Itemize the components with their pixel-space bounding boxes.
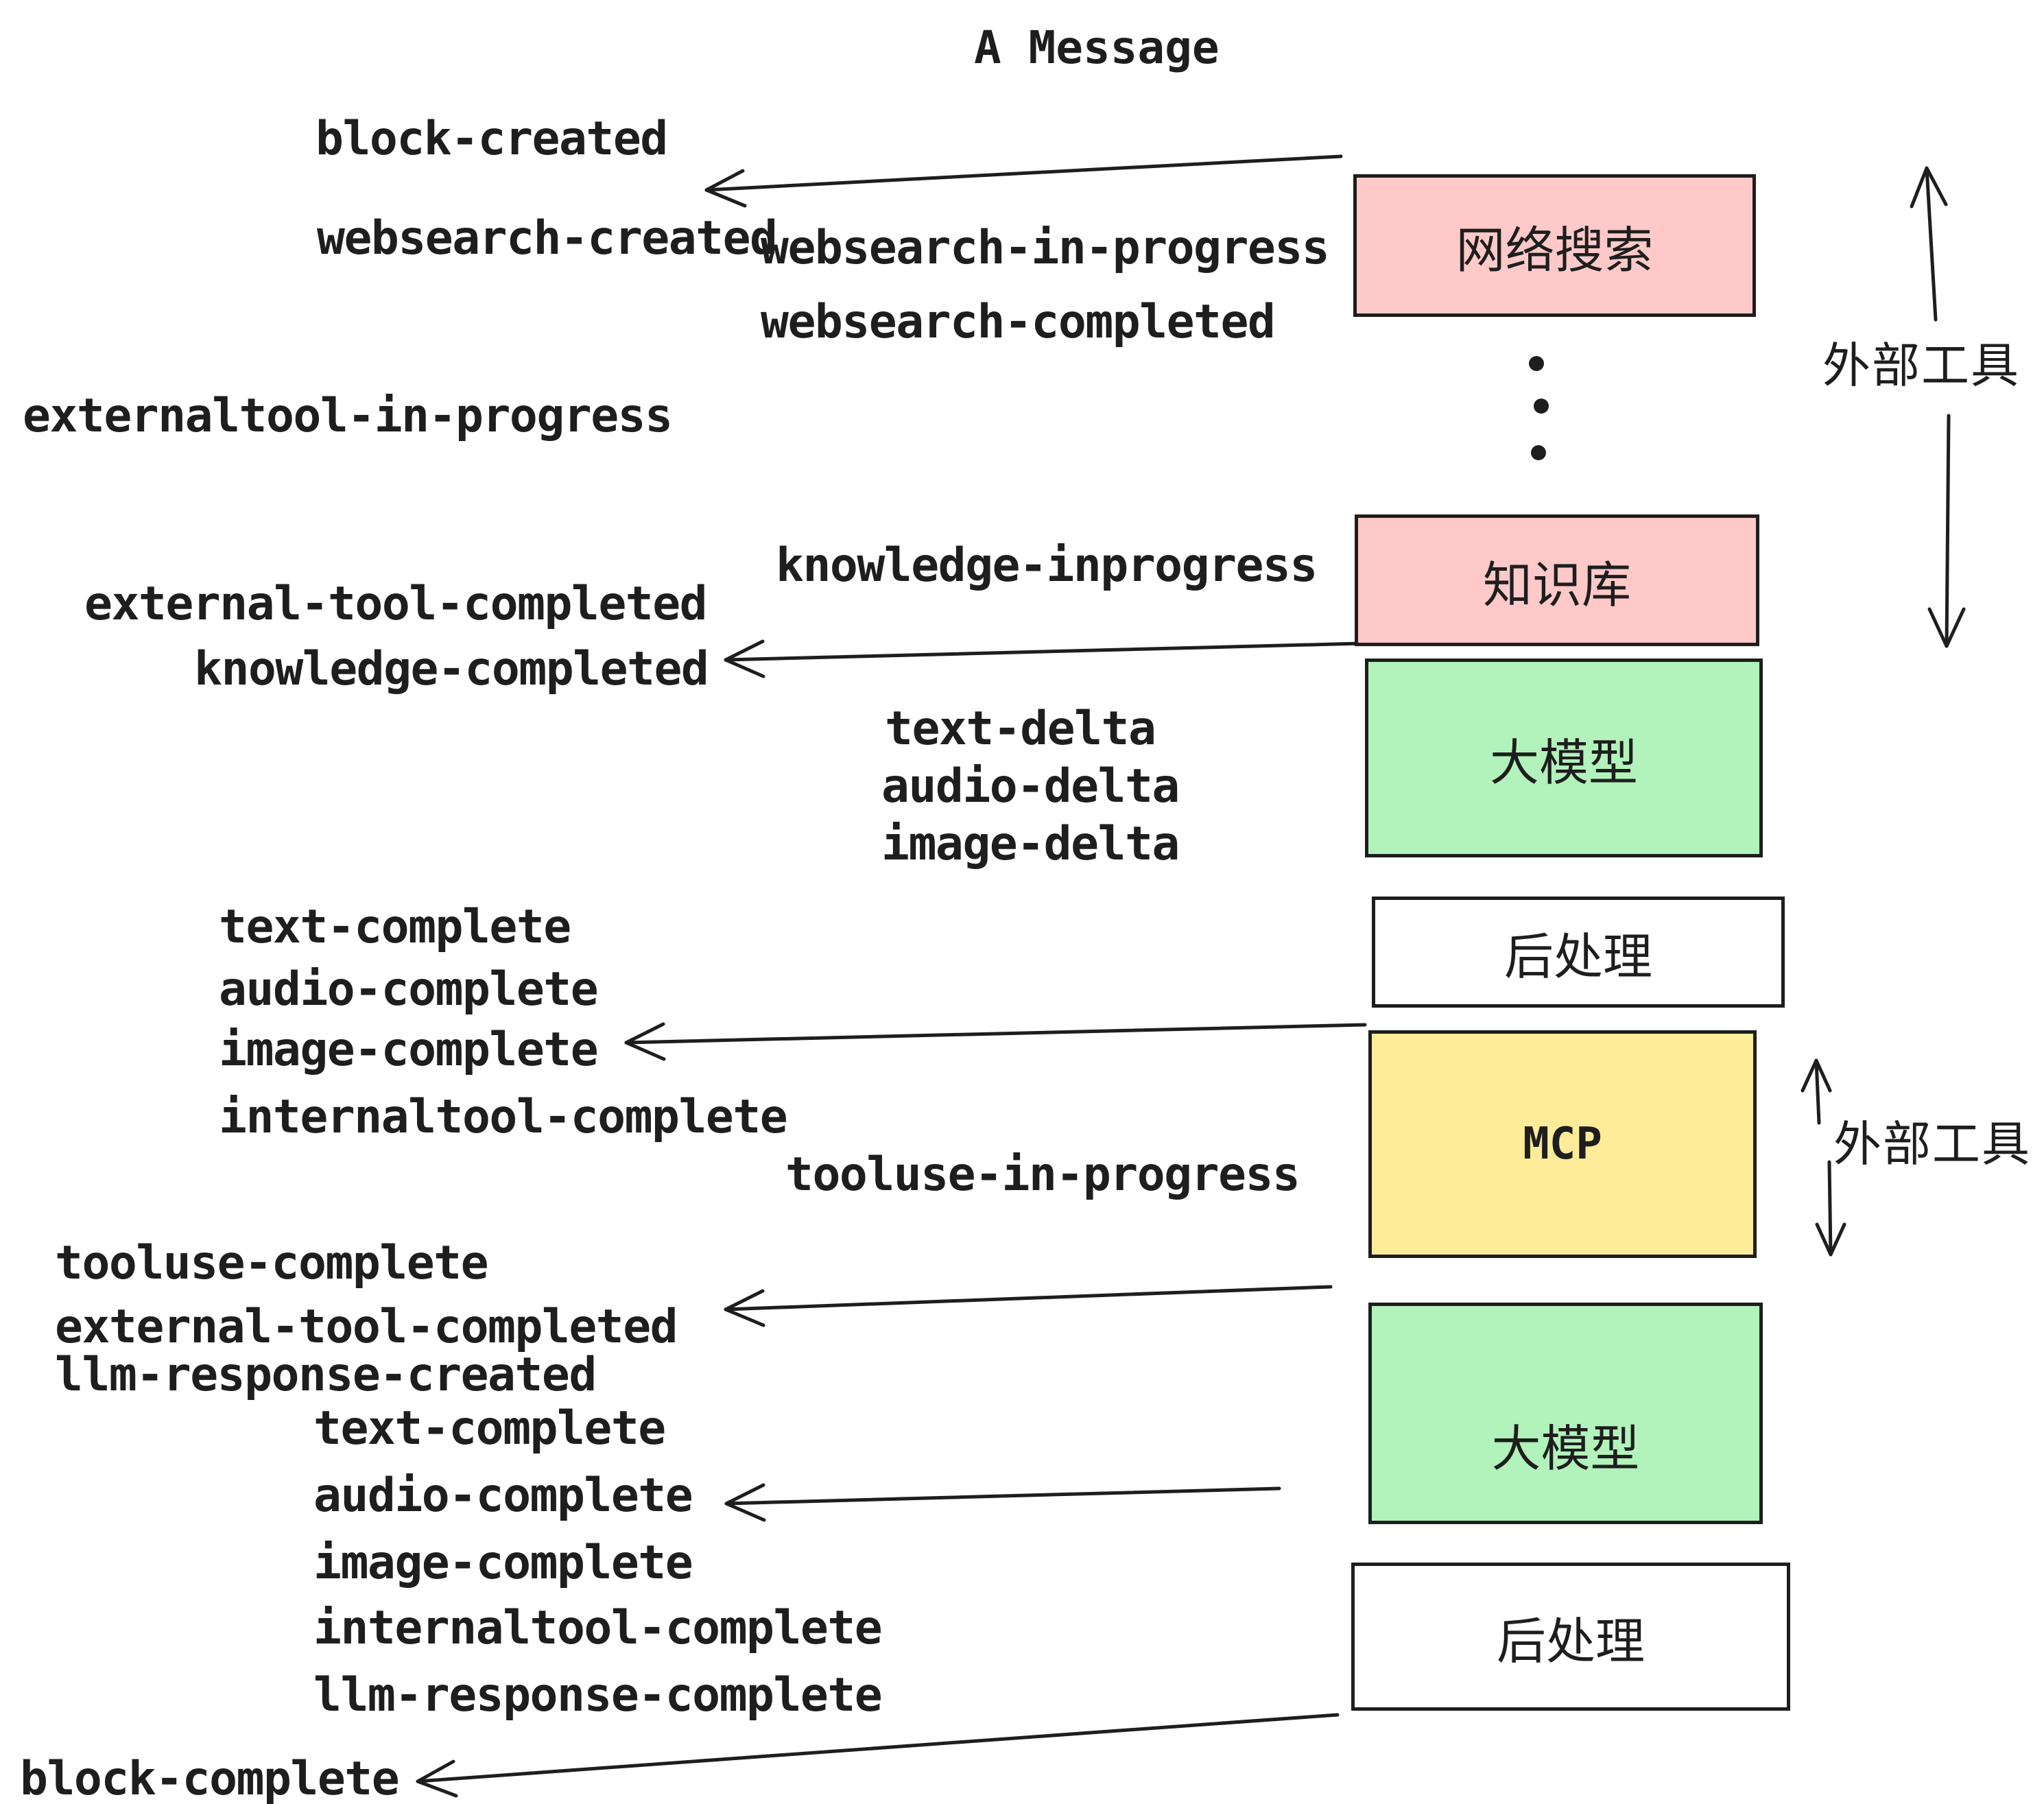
event-label-knowledge-inprogress: knowledge-inprogress — [776, 538, 1318, 593]
arrow-websearch-created — [704, 154, 1343, 208]
arrow-block-complete — [416, 1713, 1340, 1798]
box-post-processing-2: 后处理 — [1351, 1563, 1790, 1711]
event-label-external-tool-completed-2: external-tool-completed — [55, 1300, 678, 1354]
event-label-llm-response-complete: llm-response-complete — [313, 1668, 883, 1722]
event-label-text-complete: text-complete — [219, 900, 571, 954]
event-label-internaltool-complete: internaltool-complete — [219, 1090, 788, 1144]
event-label-websearch-created: websearch-created — [317, 211, 778, 265]
event-label-externaltool-in-progress: externaltool-in-progress — [23, 389, 673, 443]
box-post-processing: 后处理 — [1372, 897, 1785, 1008]
event-label-block-created: block-created — [316, 112, 668, 166]
event-label-knowledge-completed: knowledge-completed — [194, 642, 709, 696]
event-label-tooluse-complete: tooluse-complete — [55, 1236, 489, 1290]
ellipsis-dot — [1529, 356, 1544, 371]
event-label-internaltool-complete-2: internaltool-complete — [313, 1601, 883, 1655]
external-tools-up-arrow — [1910, 166, 1948, 322]
arrow-internal-complete — [624, 1022, 1367, 1061]
ellipsis-dot — [1534, 399, 1549, 414]
box-knowledge-base: 知识库 — [1355, 514, 1759, 646]
mcp-external-tools-down-arrow — [1815, 1160, 1846, 1257]
event-label-image-complete-2: image-complete — [313, 1536, 693, 1590]
box-websearch: 网络搜索 — [1353, 174, 1756, 317]
event-label-image-delta: image-delta — [881, 817, 1180, 871]
event-label-tooluse-in-progress: tooluse-in-progress — [785, 1148, 1300, 1202]
event-label-image-complete: image-complete — [219, 1023, 599, 1077]
event-label-llm-response-created: llm-response-created — [55, 1348, 597, 1402]
diagram-title: A Message — [974, 21, 1220, 74]
arrow-tooluse-complete — [724, 1285, 1333, 1327]
external-tools-down-arrow — [1927, 414, 1966, 648]
arrow-llm-response-complete — [724, 1483, 1281, 1522]
event-label-audio-complete-2: audio-complete — [313, 1469, 693, 1523]
box-mcp: MCP — [1368, 1030, 1757, 1258]
event-label-websearch-in-progress: websearch-in-progress — [761, 221, 1330, 275]
event-label-text-complete-2: text-complete — [313, 1401, 666, 1456]
external-tools-label: 外部工具 — [1822, 337, 2020, 394]
event-label-text-delta: text-delta — [885, 702, 1156, 756]
ellipsis-dot — [1531, 445, 1546, 460]
event-label-audio-complete: audio-complete — [219, 962, 599, 1017]
mcp-external-tools-up-arrow — [1801, 1058, 1832, 1125]
event-label-external-tool-completed: external-tool-completed — [84, 577, 708, 631]
event-label-websearch-completed: websearch-completed — [761, 295, 1276, 349]
mcp-external-tools-label: 外部工具 — [1833, 1116, 2031, 1172]
box-llm-2: 大模型 — [1368, 1303, 1763, 1524]
event-label-audio-delta: audio-delta — [881, 759, 1180, 814]
arrow-knowledge-completed — [724, 639, 1364, 678]
event-label-block-complete: block-complete — [20, 1752, 400, 1804]
box-llm: 大模型 — [1365, 658, 1763, 857]
